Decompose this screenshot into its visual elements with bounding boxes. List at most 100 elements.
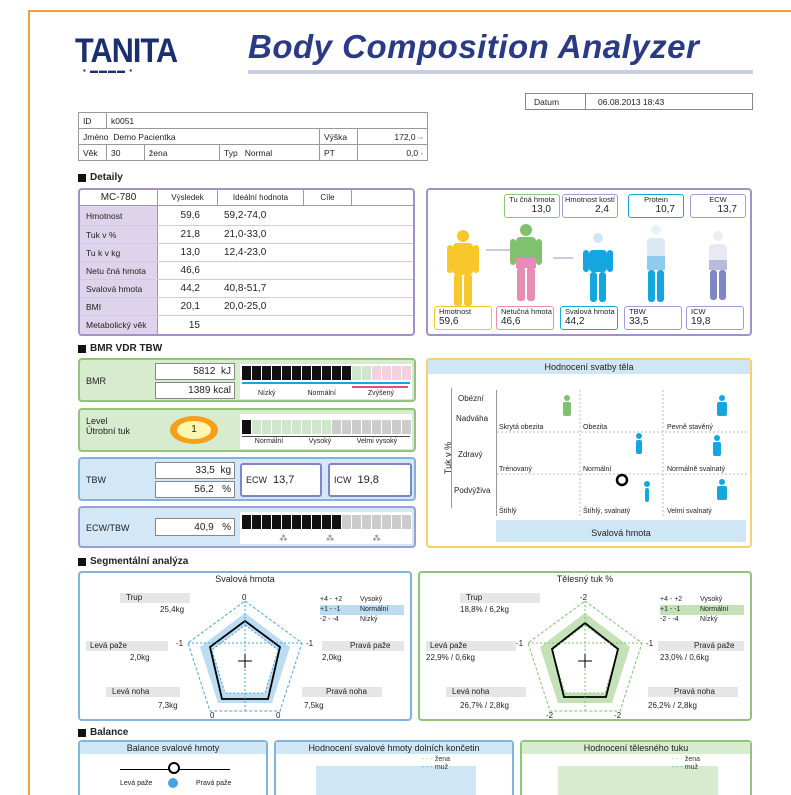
detail-row-ideal: 59,2-74,0 bbox=[224, 210, 267, 221]
figure-standard-muscle-icon bbox=[713, 435, 721, 456]
cell-standard-muscle: Normálně svalnatý bbox=[667, 466, 725, 473]
age-label: Věk bbox=[78, 144, 107, 161]
figure-top-value: 13,7 bbox=[717, 204, 737, 215]
icw-value: 19,8 bbox=[357, 474, 379, 486]
bar-segment bbox=[292, 420, 301, 434]
cell-normal: Normální bbox=[583, 466, 612, 473]
bar-segment bbox=[292, 366, 301, 380]
ecw-label: ECW bbox=[246, 475, 267, 485]
name-value: Demo Pacientka bbox=[113, 131, 176, 142]
balance-marker-icon bbox=[168, 762, 180, 774]
segmental-muscle-title: Svalová hmota bbox=[215, 574, 275, 584]
legend-range: +1 - -1 bbox=[660, 606, 681, 613]
detail-row-label: Netu čná hmota bbox=[80, 262, 158, 279]
detail-row-ideal: 40,8-51,7 bbox=[224, 283, 267, 294]
fat-left-arm-label: Levá paže bbox=[426, 641, 516, 651]
height-label: Výška bbox=[319, 128, 358, 145]
tbw-box: TBW 33,5 kg 56,2 % ECW 13,7 ICW 19,8 bbox=[78, 457, 416, 501]
figure-solid-icon bbox=[717, 395, 727, 416]
balance-arm-icon bbox=[168, 778, 178, 788]
bar-segment bbox=[392, 420, 401, 434]
bar-segment bbox=[352, 515, 361, 529]
bmr-kj-unit: kJ bbox=[221, 366, 231, 377]
bar-segment bbox=[282, 515, 291, 529]
y-axis: Tuk v % bbox=[438, 388, 453, 508]
bar-segment bbox=[342, 420, 351, 434]
detail-row-value: 21,8 bbox=[180, 229, 200, 240]
legend-range: +4 - +2 bbox=[320, 596, 343, 603]
ecw-tbw-unit: % bbox=[222, 522, 231, 533]
gender-value: žena bbox=[144, 144, 220, 161]
bmr-box: BMR 5812 kJ 1389 kcal Nízký Normální Zvý… bbox=[78, 358, 416, 402]
bar-segment bbox=[382, 420, 391, 434]
balance-fat-panel: Hodnocení tělesného tuku - - - žena - - … bbox=[520, 740, 752, 795]
muscle-score-left: -1 bbox=[176, 639, 184, 648]
ecw-tbw-bar: ⁂⁂⁂ bbox=[240, 512, 412, 544]
cell-solid: Pevně stavěný bbox=[667, 424, 713, 431]
detail-row-value: 13,0 bbox=[180, 247, 200, 258]
detail-row-label: Tu k v kg bbox=[80, 244, 158, 261]
icw-label: ICW bbox=[334, 475, 352, 485]
id-label: ID bbox=[78, 112, 107, 129]
ecw-tbw-scale-icons: ⁂⁂⁂ bbox=[279, 534, 381, 543]
legend-text: Normální bbox=[700, 606, 729, 613]
cell-trained: Trénovaný bbox=[499, 466, 532, 473]
bar-segment bbox=[372, 515, 381, 529]
bar-segment bbox=[332, 515, 341, 529]
row-underweight: Podvýživa bbox=[454, 486, 491, 495]
detail-row-ideal: 12,4-23,0 bbox=[224, 247, 267, 258]
detail-row-label: Tuk v % bbox=[80, 226, 158, 243]
balance-muscle-title: Balance svalové hmoty bbox=[80, 742, 266, 754]
figure-top-label: Protein bbox=[644, 195, 668, 204]
visceral-fat-icon: 1 bbox=[170, 416, 218, 444]
detail-row: Netu čná hmota 46,6 bbox=[80, 262, 413, 280]
balance-fat-title: Hodnocení tělesného tuku bbox=[522, 742, 750, 754]
figure-thin-muscle-icon bbox=[644, 481, 650, 502]
visceral-scale-veryhigh: Velmi vysoký bbox=[356, 438, 398, 445]
logo-subtext-icon: ▪ ▬▬▬▬ ▪ bbox=[83, 66, 134, 75]
tbw-label: TBW bbox=[86, 475, 106, 485]
muscle-radar bbox=[187, 600, 303, 712]
name-label: Jméno bbox=[83, 131, 109, 142]
segmental-fat-panel: Tělesný tuk % Trup 18,8% / 6,2kg Levá pa… bbox=[418, 571, 752, 721]
muscle-left-arm-value: 2,0kg bbox=[130, 653, 150, 662]
visceral-scale-high: Vysoký bbox=[308, 438, 332, 445]
bar-segment bbox=[392, 366, 401, 380]
visceral-value: 1 bbox=[177, 421, 211, 439]
datum-box: Datum 06.08.2013 18:43 bbox=[525, 93, 753, 110]
bar-segment bbox=[342, 515, 351, 529]
ecw-value: 13,7 bbox=[273, 474, 295, 486]
fat-trunk-value: 18,8% / 6,2kg bbox=[460, 605, 509, 614]
section-bmr: BMR VDR TBW bbox=[78, 343, 162, 354]
bmr-scale-high: Zvýšený bbox=[367, 390, 394, 397]
detail-row-value: 46,6 bbox=[180, 265, 200, 276]
bar-segment bbox=[312, 420, 321, 434]
balance-muscle-panel: Balance svalové hmoty Levá paže Pravá pa… bbox=[78, 740, 268, 795]
bar-segment bbox=[402, 366, 411, 380]
bar-segment bbox=[332, 420, 341, 434]
row-obese: Obézní bbox=[458, 394, 484, 403]
bmr-scale-low: Nízký bbox=[258, 390, 276, 397]
balance-right-arm: Pravá paže bbox=[196, 780, 232, 787]
bar-segment bbox=[282, 420, 291, 434]
detail-row-label: Svalová hmota bbox=[80, 280, 158, 297]
fat-right-leg-value: 26,2% / 2,8kg bbox=[648, 701, 697, 710]
figure-top-value: 2,4 bbox=[595, 204, 609, 215]
cell-very-muscle: Velmi svalnatý bbox=[667, 508, 712, 515]
bmr-bar: Nízký Normální Zvýšený bbox=[240, 364, 412, 399]
figure-normal-icon bbox=[636, 433, 642, 454]
row-overweight: Nadváha bbox=[456, 414, 489, 423]
cell-thin: Štíhlý bbox=[499, 508, 517, 515]
bar-segment bbox=[312, 515, 321, 529]
fat-left-arm-value: 22,9% / 0,6kg bbox=[426, 653, 475, 662]
bar-segment bbox=[382, 515, 391, 529]
bar-segment bbox=[242, 515, 251, 529]
